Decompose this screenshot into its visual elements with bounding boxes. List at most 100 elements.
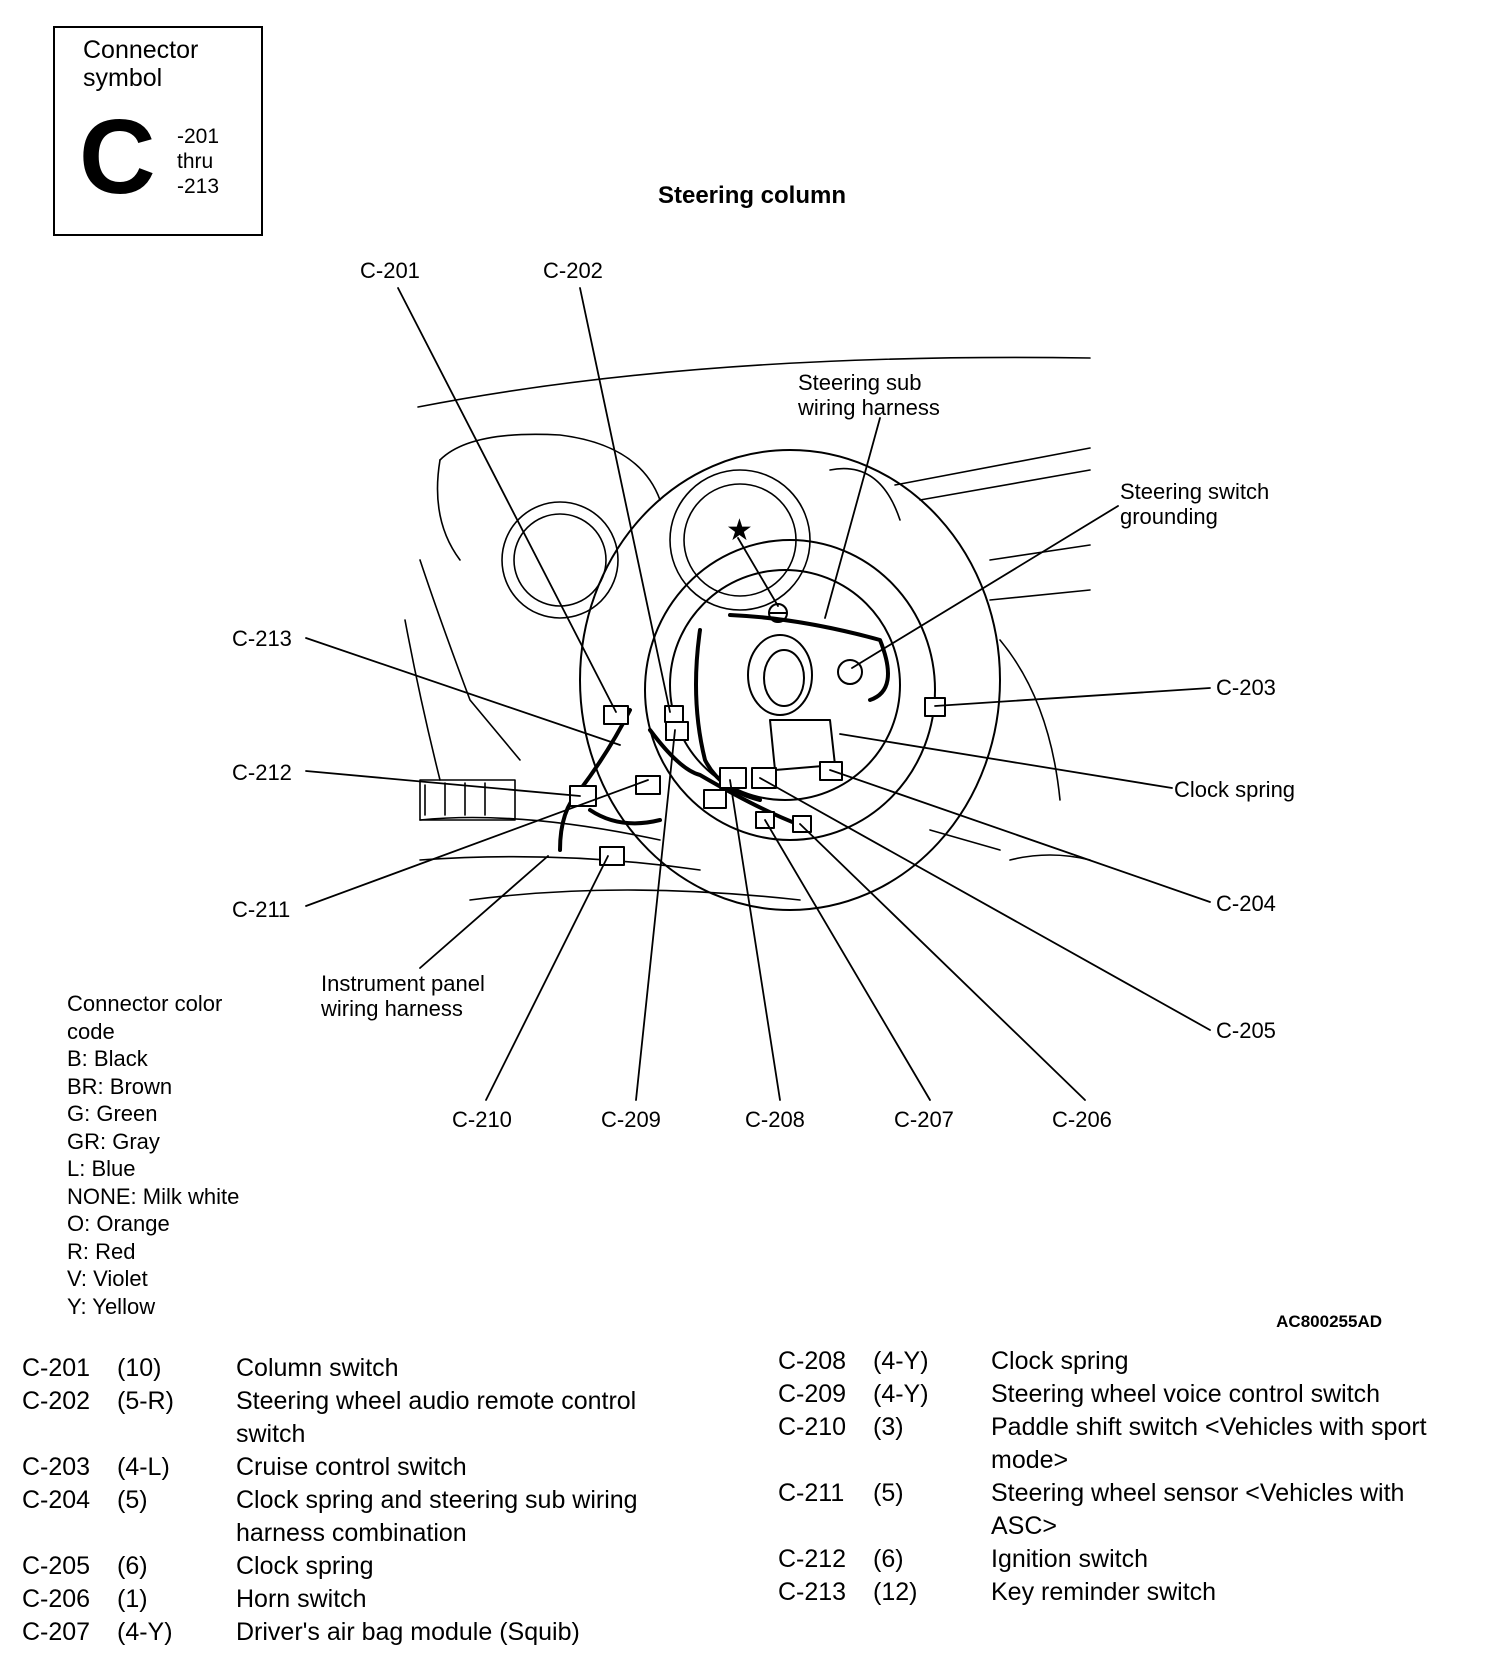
legend-item: Y: Yellow (67, 1293, 156, 1319)
callout-c209: C-209 (601, 1107, 661, 1132)
callout-c210: C-210 (452, 1107, 512, 1132)
note-steering-switch-grounding: Steering switch grounding (1120, 479, 1269, 529)
callout-c211: C-211 (232, 897, 291, 922)
connector-pins: (5) (117, 1486, 148, 1514)
connector-row: C-211(5)Steering wheel sensor <Vehicles … (778, 1477, 1478, 1543)
note-line: Steering sub (798, 370, 922, 395)
connector-symbol-heading: Connector symbol (83, 36, 199, 92)
connector-description: Column switch (236, 1354, 399, 1382)
connector-pins: (12) (873, 1578, 918, 1606)
callout-c208: C-208 (745, 1107, 805, 1132)
callout-c202: C-202 (543, 258, 603, 283)
leader-lines (305, 287, 1211, 1101)
note-instrument-panel-harness: Instrument panel wiring harness (321, 971, 485, 1021)
connector-description: Clock spring (991, 1347, 1129, 1375)
callout-c206: C-206 (1052, 1107, 1112, 1132)
connector-pins: (5) (873, 1479, 904, 1507)
connector-id: C-205 (22, 1552, 91, 1580)
connector-description: Clock spring (236, 1552, 374, 1580)
note-line: grounding (1120, 504, 1218, 529)
callout-c212: C-212 (232, 760, 292, 785)
connector-id: C-201 (22, 1354, 91, 1382)
legend-heading: Connector color (67, 991, 223, 1016)
connector-pins: (10) (117, 1354, 162, 1382)
connector-id: C-207 (22, 1618, 91, 1646)
connector-description: Driver's air bag module (Squib) (236, 1618, 580, 1646)
connector-description: Clock spring and steering sub wiring har… (236, 1486, 638, 1547)
connector-pins: (6) (117, 1552, 148, 1580)
connector-id: C-212 (778, 1545, 847, 1573)
connector-description: Horn switch (236, 1585, 367, 1613)
connector-row: C-209 (4-Y) Steering wheel voice control s… (778, 1378, 1478, 1411)
callout-c203: C-203 (1216, 675, 1276, 700)
connector-id: C-208 (778, 1347, 847, 1375)
connector-pins: (4-L) (117, 1453, 170, 1481)
callout-c207: C-207 (894, 1107, 954, 1132)
legend-item: R: Red (67, 1238, 136, 1264)
connector-symbol-box: Connector symbol C -201 thru -213 (53, 26, 263, 236)
connector-pins: (1) (117, 1585, 148, 1613)
connector-id: C-209 (778, 1380, 847, 1408)
figure-id: AC800255AD (1276, 1312, 1382, 1331)
note-line: wiring harness (798, 395, 940, 420)
connector-description: Cruise control switch (236, 1453, 467, 1481)
color-code-legend: Connector color code B: Black BR: Brown … (67, 990, 239, 1320)
connector-row: C-202(5-R)Steering wheel audio remote co… (22, 1385, 722, 1451)
connector-symbol-letter: C (79, 98, 156, 216)
connector-description: Steering wheel voice control switch (991, 1380, 1381, 1408)
note-steering-sub-harness: Steering sub wiring harness (798, 370, 940, 420)
connector-row: C-203 (4-L) Cruise control switch (22, 1451, 722, 1484)
connector-row: C-210 (3) Paddle shift switch <Vehicles wi… (778, 1411, 1478, 1477)
connector-row: C-212(6)Ignition switch (778, 1543, 1478, 1576)
legend-item: O: Orange (67, 1211, 170, 1236)
connector-symbol-range: -201 thru -213 (177, 124, 219, 199)
legend-item: B: Black (67, 1046, 148, 1071)
connector-id: C-206 (22, 1585, 91, 1613)
callout-c204: C-204 (1216, 891, 1276, 916)
connector-description: Steering wheel audio remote control swit… (236, 1387, 637, 1448)
connector-row: C-208 (4-Y) Clock spring (778, 1345, 1478, 1378)
callout-c201: C-201 (360, 258, 420, 283)
connector-pins: (4-Y) (873, 1380, 929, 1408)
connector-id: C-204 (22, 1486, 91, 1514)
callout-c213: C-213 (232, 626, 292, 651)
legend-item: L: Blue (67, 1156, 136, 1181)
connector-id: C-213 (778, 1578, 847, 1606)
dashboard-outline (404, 356, 1091, 901)
range-thru: thru (177, 150, 214, 173)
callout-c205: C-205 (1216, 1018, 1276, 1043)
connector-pins: (3) (873, 1413, 904, 1441)
diagram-title: Steering column (657, 182, 847, 209)
range-start: -201 (177, 125, 220, 148)
connector-id: C-203 (22, 1453, 91, 1481)
connector-pins: (4-Y) (873, 1347, 929, 1375)
connector-shapes (569, 697, 946, 866)
legend-item: NONE: Milk white (67, 1183, 240, 1209)
range-end: -213 (177, 175, 220, 198)
star-mark: ★ (726, 513, 753, 548)
connector-row: C-204 (5) Clock spring and steering sub wi… (22, 1484, 722, 1550)
connector-description: Key reminder switch (991, 1578, 1217, 1606)
connector-pins: (4-Y) (117, 1618, 173, 1646)
legend-item: GR: Gray (67, 1128, 160, 1154)
note-line: Instrument panel (321, 971, 485, 996)
note-line: wiring harness (321, 996, 463, 1021)
note-line: Steering switch (1120, 479, 1270, 504)
steering-column-drawing: ★ (305, 287, 1211, 1101)
steering-wheel (579, 449, 1001, 911)
connector-row: C-205 (6) Clock spring (22, 1550, 722, 1583)
legend-heading: code (67, 1018, 115, 1044)
legend-item: BR: Brown (67, 1073, 173, 1099)
connector-description: Paddle shift switch <Vehicles with sport… (991, 1413, 1427, 1474)
connector-row: C-201 (10) Column switch (22, 1352, 722, 1385)
connector-row: C-207 (4-Y) Driver's air bag module (Squib… (22, 1616, 722, 1649)
legend-item: V: Violet (67, 1266, 148, 1291)
connector-id: C-210 (778, 1413, 847, 1441)
connector-pins: (5-R) (117, 1387, 174, 1415)
connector-row: C-213 (12) Key reminder switch (778, 1576, 1478, 1609)
connector-row: C-206 (1) Horn switch (22, 1583, 722, 1616)
note-clock-spring: Clock spring (1174, 777, 1296, 802)
connector-id: C-211 (778, 1479, 845, 1507)
